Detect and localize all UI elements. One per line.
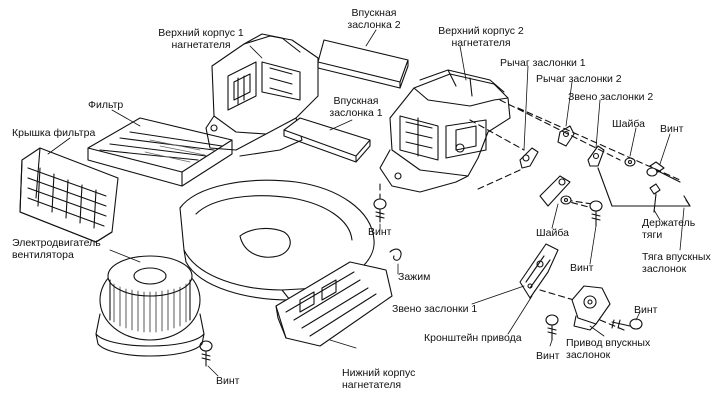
clamp-part: [389, 248, 402, 261]
label-washer-top: Шайба: [612, 118, 645, 130]
label-screw-right: Винт: [570, 262, 594, 274]
intake-doors-rod-part: [597, 167, 691, 207]
label-washer-mid: Шайба: [536, 227, 569, 239]
upper-housing-2-part: [379, 69, 511, 193]
door-link-1-part: [539, 175, 572, 207]
actuator-bracket-part: [519, 243, 559, 299]
label-intake-door-1: Впускная заслонка 1: [329, 95, 383, 119]
intake-actuator-part: [571, 285, 611, 331]
label-screw-bracket: Винт: [536, 350, 560, 362]
label-rod-holder: Держатель тяги: [642, 217, 696, 241]
label-intake-door-2: Впускная заслонка 2: [347, 7, 401, 31]
label-filter-cover: Крышка фильтра: [12, 127, 96, 139]
filter-cover-part: [19, 147, 119, 243]
label-fan-motor: Электродвигатель вентилятора: [12, 237, 101, 261]
label-door-link-2: Звено заслонки 2: [568, 91, 654, 103]
leader-lines: [47, 29, 685, 377]
label-lower-housing: Нижний корпус нагнетателя: [342, 367, 416, 391]
label-door-lever-1: Рычаг заслонки 1: [500, 57, 586, 69]
label-actuator-bracket: Кронштейн привода: [424, 332, 522, 344]
label-screw-mid: Винт: [368, 226, 392, 238]
label-screw-bottom: Винт: [216, 375, 240, 387]
label-intake-actuator: Привод впускных заслонок: [566, 337, 651, 361]
screws: [199, 167, 658, 367]
label-upper-housing-1: Верхний корпус 1 нагнетателя: [158, 27, 244, 51]
label-screw-top: Винт: [660, 123, 684, 135]
label-door-lever-2: Рычаг заслонки 2: [536, 73, 622, 85]
intake-door-1-part: [283, 117, 371, 163]
label-filter: Фильтр: [88, 99, 124, 111]
label-clamp: Зажим: [398, 271, 431, 283]
door-levers-part: [519, 125, 681, 183]
intake-door-2-part: [317, 39, 409, 89]
label-intake-doors-rod: Тяга впускных заслонок: [642, 251, 711, 275]
label-upper-housing-2: Верхний корпус 2 нагнетателя: [438, 25, 524, 49]
lower-housing-part: [179, 179, 393, 347]
fan-motor-part: [95, 255, 205, 357]
label-screw-actuator: Винт: [634, 304, 658, 316]
rod-holder-part: [649, 183, 661, 213]
filter-part: [87, 117, 233, 187]
label-door-link-1: Звено заслонки 1: [392, 303, 478, 315]
